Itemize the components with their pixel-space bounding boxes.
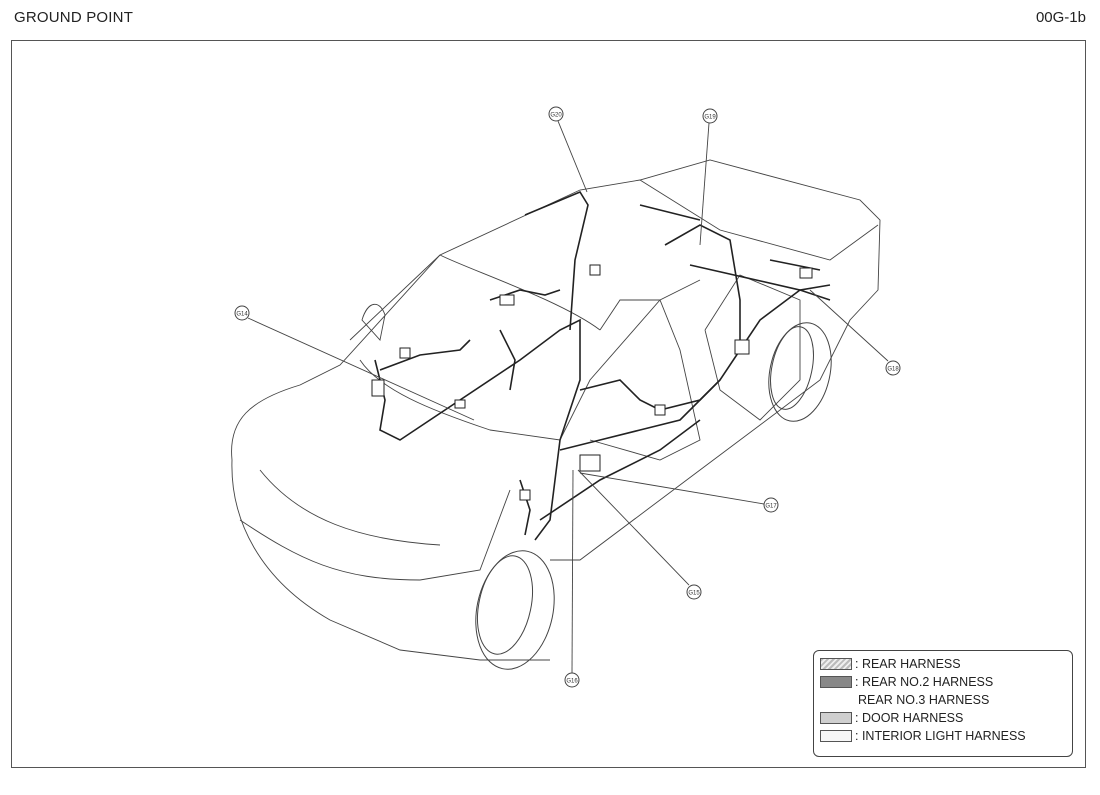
- legend-item-interior-light-harness: : INTERIOR LIGHT HARNESS: [820, 727, 1066, 745]
- legend-item-door-harness: : DOOR HARNESS: [820, 709, 1066, 727]
- ground-point-label: G14: [236, 312, 248, 318]
- legend-label: : INTERIOR LIGHT HARNESS: [855, 729, 1026, 743]
- ground-point-label: G19: [704, 115, 716, 121]
- legend-swatch-dark: [820, 676, 852, 688]
- ground-point-label: G18: [887, 367, 899, 373]
- front-wheel: [475, 550, 555, 670]
- legend-item-rear-no2-harness: : REAR NO.2 HARNESS: [820, 673, 1066, 691]
- wiring-harness: [374, 190, 831, 541]
- legend-swatch-blank: [820, 695, 850, 705]
- ground-point-label: G20: [550, 113, 562, 119]
- legend-swatch-light: [820, 712, 852, 724]
- ground-point-g19[interactable]: G19: [702, 108, 718, 124]
- rear-wheel: [768, 322, 832, 422]
- leader-lines: [247, 120, 889, 674]
- legend-label: : DOOR HARNESS: [855, 711, 964, 725]
- legend-label: REAR NO.3 HARNESS: [858, 693, 990, 707]
- legend-item-rear-no3-harness: REAR NO.3 HARNESS: [820, 691, 1066, 709]
- diagram-frame: [11, 40, 1086, 768]
- ground-point-label: G16: [566, 679, 578, 685]
- diagram-title: GROUND POINT: [14, 9, 134, 26]
- legend-swatch-white: [820, 730, 852, 742]
- ground-point-g20[interactable]: G20: [548, 106, 564, 122]
- vehicle-outline: [231, 159, 881, 661]
- legend-item-rear-harness: : REAR HARNESS: [820, 655, 1066, 673]
- ground-point-label: G17: [765, 504, 777, 510]
- ground-point-g15[interactable]: G15: [686, 584, 702, 600]
- ground-point-g14[interactable]: G14: [234, 305, 250, 321]
- legend-swatch-hatched: [820, 658, 852, 670]
- ground-point-label: G15: [688, 591, 700, 597]
- ground-point-g16[interactable]: G16: [564, 672, 580, 688]
- ground-point-g17[interactable]: G17: [763, 497, 779, 513]
- legend-label: : REAR NO.2 HARNESS: [855, 675, 994, 689]
- legend-label: : REAR HARNESS: [855, 657, 961, 671]
- harness-legend: : REAR HARNESS : REAR NO.2 HARNESS REAR …: [813, 650, 1073, 757]
- ground-point-g18[interactable]: G18: [885, 360, 901, 376]
- page-code: 00G-1b: [1035, 9, 1086, 26]
- harness-connectors: [371, 264, 813, 501]
